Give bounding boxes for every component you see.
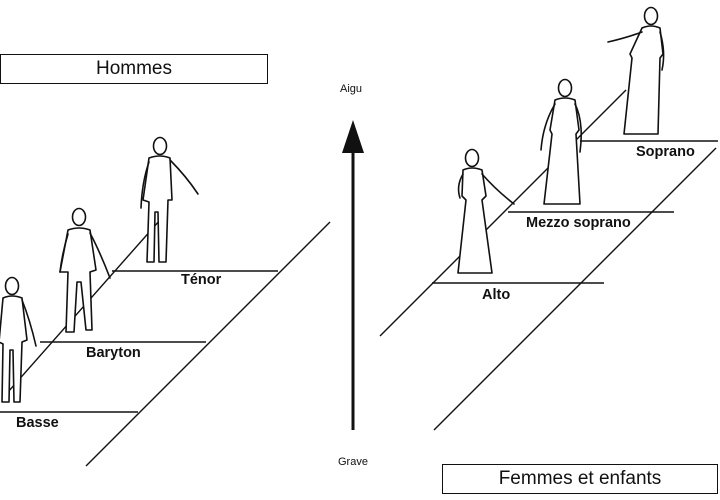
alto-singer-figure xyxy=(457,148,515,274)
basse-label: Basse xyxy=(16,415,59,431)
women-staircase xyxy=(379,89,718,431)
aigu-label: Aigu xyxy=(340,83,363,95)
men-title: Hommes xyxy=(95,58,172,79)
basse-singer-figure xyxy=(0,276,37,403)
baryton-label: Baryton xyxy=(86,345,141,361)
grave-label: Grave xyxy=(338,456,368,468)
baryton-singer-figure xyxy=(59,207,111,333)
alto-label: Alto xyxy=(482,287,511,303)
women-title-box: Femmes et enfants xyxy=(442,464,718,494)
men-stair-base xyxy=(85,221,331,467)
women-stair-rail xyxy=(379,89,627,337)
tenor-label: Ténor xyxy=(181,272,222,288)
men-title-box: Hommes xyxy=(0,54,268,84)
women-stair-base xyxy=(433,147,717,431)
women-title: Femmes et enfants xyxy=(498,468,662,489)
pitch-arrow xyxy=(342,120,364,430)
pitch-arrow-head xyxy=(342,120,364,153)
soprano-singer-figure xyxy=(607,6,665,135)
mezzo-soprano-label: Mezzo soprano xyxy=(526,215,631,231)
soprano-label: Soprano xyxy=(636,144,695,160)
mezzo-singer-figure xyxy=(540,78,582,205)
tenor-singer-figure xyxy=(140,136,199,263)
